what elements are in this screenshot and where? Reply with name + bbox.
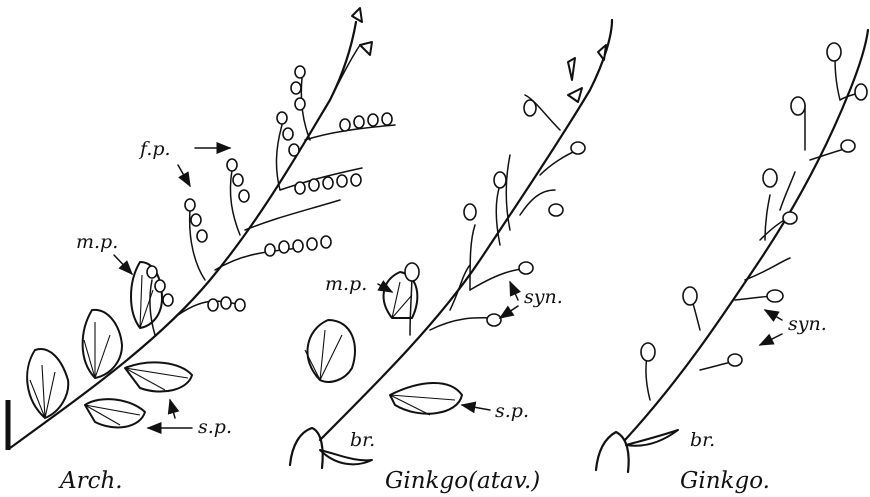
label-sp-1: s.p. xyxy=(198,416,232,438)
ginkgo: syn. br. Ginkgo. xyxy=(596,30,868,494)
fp-arrow-2 xyxy=(178,165,190,186)
ginkgo-atav: m.p. syn. s.p. br. Ginkgo(atav.) xyxy=(290,20,612,494)
arch-frond: f.p. m.p. s.p. Arch. xyxy=(8,8,395,494)
label-mp-1: m.p. xyxy=(76,231,118,253)
syn-arrow-1b xyxy=(500,306,518,318)
label-br-2: br. xyxy=(690,429,715,451)
caption-right: Ginkgo. xyxy=(680,468,770,494)
atav-bract-base xyxy=(290,428,323,468)
syn-arrow-2a xyxy=(765,310,782,320)
label-sp-2: s.p. xyxy=(495,400,529,422)
mp-arrow-1 xyxy=(114,255,132,274)
ginkgo-bract-leaf xyxy=(626,430,678,446)
label-syn-1: syn. xyxy=(524,286,563,308)
caption-middle: Ginkgo(atav.) xyxy=(385,468,540,494)
label-fp: f.p. xyxy=(138,138,171,160)
arch-sterile-leaves xyxy=(27,262,192,427)
label-syn-2: syn. xyxy=(788,313,827,335)
ginkgo-bract-base xyxy=(596,432,629,472)
syn-arrow-1a xyxy=(510,282,518,300)
atav-axis xyxy=(320,20,612,440)
syn-arrow-2b xyxy=(760,334,782,345)
sp-arrow-1 xyxy=(170,400,175,418)
label-br-1: br. xyxy=(350,429,375,451)
label-mp-2: m.p. xyxy=(325,273,367,295)
ginkgo-axis xyxy=(625,30,868,440)
sp-arrow-2 xyxy=(462,405,490,410)
atav-bract-leaf xyxy=(320,450,372,464)
caption-left: Arch. xyxy=(58,468,123,494)
